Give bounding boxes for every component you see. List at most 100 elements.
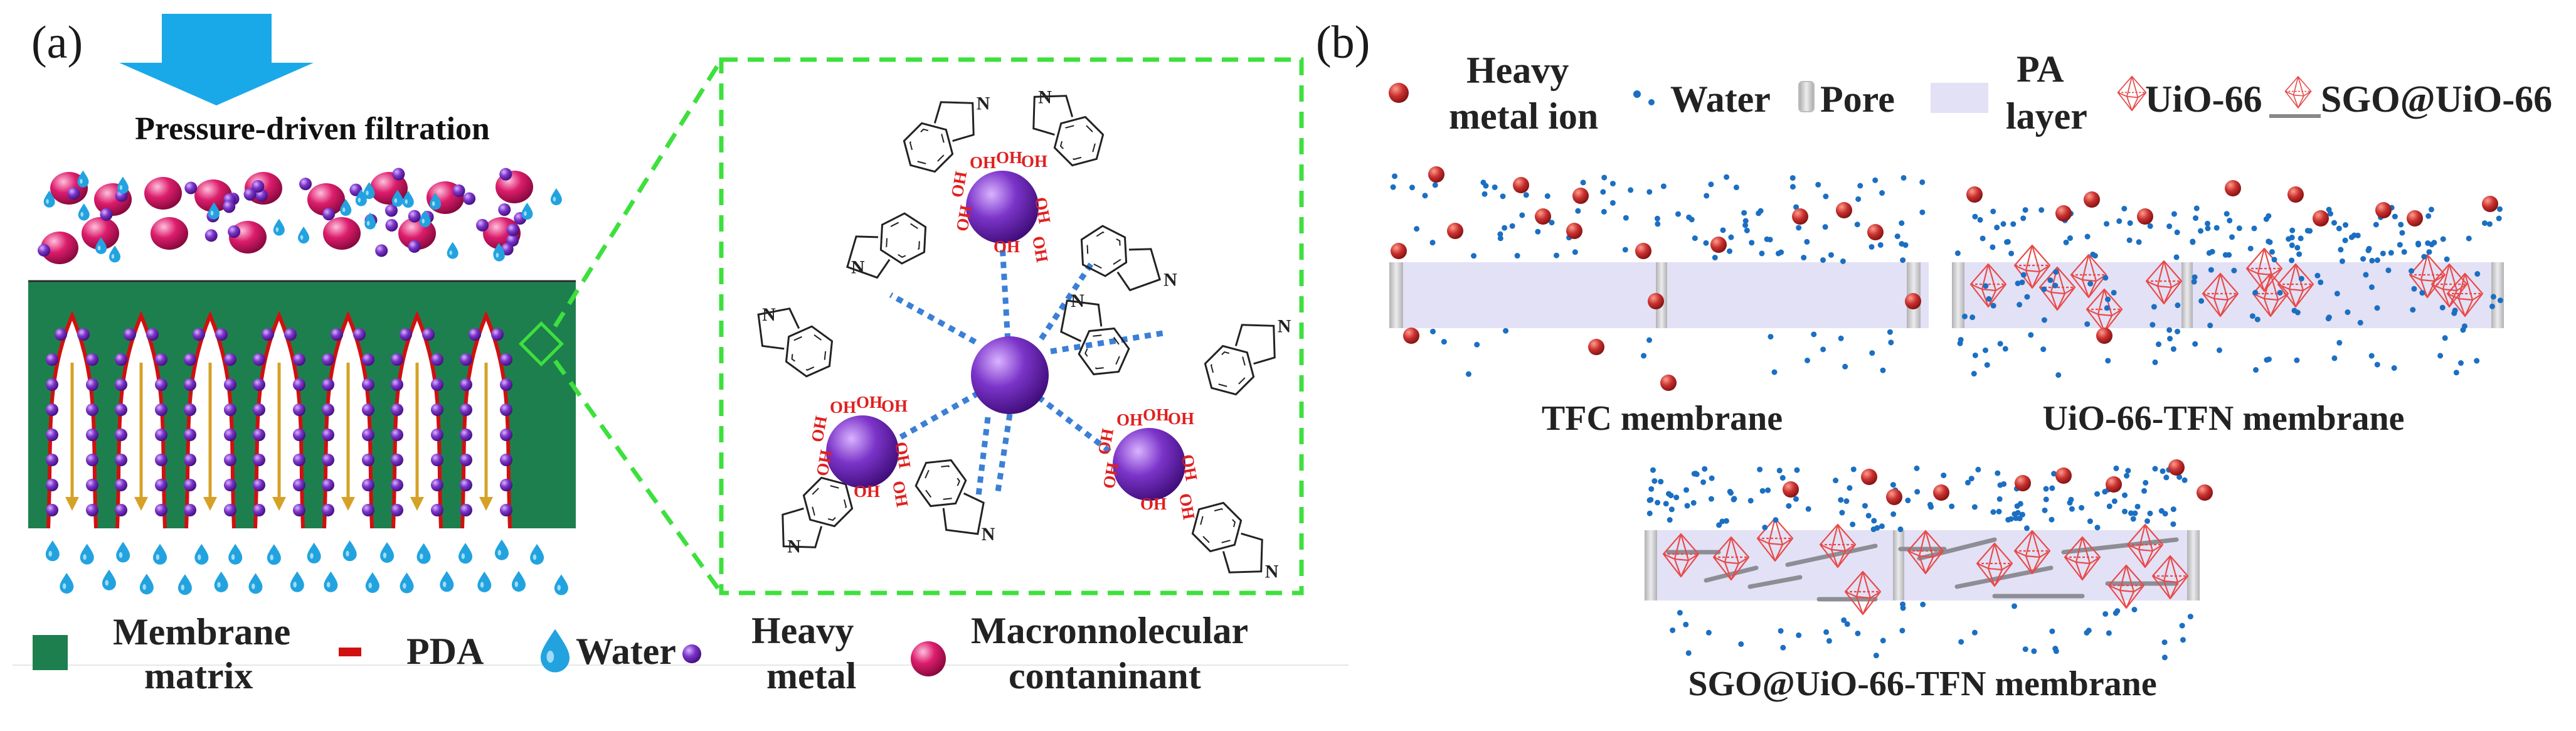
water-drop [109,245,120,263]
water-drop [447,242,458,259]
macromolecule [151,217,188,250]
heavy-metal-ion [2407,210,2423,227]
heavy-metal-ion [1447,223,1463,239]
water-dot-icon-2 [1648,99,1655,105]
legend-membrane-line1: Membrane [113,611,290,653]
heavy-metal-ion [1513,177,1529,193]
water-drop [117,176,129,194]
tfc-membrane [1389,166,1929,391]
heavy-metal [463,192,476,205]
panel-b-label: (b) [1316,17,1370,68]
heavy-metal [506,223,519,237]
hydroxyl-label: OH [1168,409,1194,428]
heavy-metal [499,168,512,181]
heavy-metal-ion [1535,208,1551,225]
hydroxyl-label: OH [854,482,880,501]
heavy-metal-icon [682,644,701,663]
hydroxyl-label: OH [1143,405,1169,424]
heavy-metal [452,184,465,197]
zoom-connector [553,57,1304,595]
hydroxyl-label: OH [881,397,908,415]
heavy-metal-ion [1660,375,1677,391]
uio66-tfn-caption: UiO-66-TFN membrane [2042,399,2404,438]
heavy-metal [476,218,489,232]
heavy-metal-ion [2055,467,2072,484]
arrow-label: Pressure-driven filtration [135,111,490,147]
heavy-metal-ion [2375,202,2392,218]
water-dot-icon [1633,90,1641,98]
pressure-arrow [119,14,314,105]
heavy-metal [322,208,336,221]
sgo-uio66-tfn-membrane [1645,459,2213,661]
hydroxyl-label: OH [947,169,970,199]
nitrogen-label: N [982,524,995,545]
heavy-metal-ion [1836,202,1852,218]
heavy-metal-ion [1933,484,1949,501]
macromolecule [144,177,182,210]
nitrogen-label: N [1038,87,1052,107]
heavy-metal-ion [1783,481,1799,498]
hydroxyl-label: OH [1029,235,1052,264]
permeate-water [45,539,568,595]
right-metal-ion [1113,428,1185,501]
legend-uio: UiO-66 [2145,78,2262,120]
legend-a: Membrane matrix PDA Water Heavy metal Ma… [13,610,1349,696]
water-drop [273,218,285,236]
heavy-metal [408,240,421,253]
hydroxyl-label: OH [952,203,975,233]
top-metal-ion [966,171,1039,243]
macromolecule [307,183,345,216]
heavy-metal-ion [2287,186,2304,203]
water-drop-icon [541,629,570,673]
heavy-metal-ion [2197,484,2213,501]
pore-icon [1798,81,1815,112]
heavy-metal [385,219,398,232]
heavy-metal [498,203,511,216]
heavy-metal-ion [1572,188,1589,204]
heavy-metal [243,188,257,201]
sgo-uio66-tfn-caption: SGO@UiO-66-TFN membrane [1688,664,2156,703]
heavy-metal [67,187,80,200]
nitrogen-label: N [787,536,801,557]
heavy-metal [408,210,421,223]
hydroxyl-label: OH [1021,152,1047,171]
heavy-metal-ion [2096,328,2112,344]
tfc-caption: TFC membrane [1542,399,1783,438]
macromolecule-icon [911,641,946,676]
heavy-metal-ion [2015,475,2031,491]
heavy-metal [299,178,312,191]
heavy-metal-ion [2055,205,2072,221]
legend-ion-line1: Heavy [1466,50,1569,91]
macromolecule [194,179,232,212]
nitrogen-label: N [977,93,990,114]
heavy-metal-ion [2106,476,2122,493]
heavy-metal [228,225,241,238]
heavy-metal-ion [1635,243,1651,259]
water-drop [298,227,310,244]
heavy-metal [223,200,236,213]
panel-a-label: (a) [31,17,83,68]
left-metal-ion [826,415,899,488]
heavy-metal [252,180,265,193]
legend-heavy-line2: metal [766,655,856,696]
nitrogen-label: N [1265,562,1279,582]
uio66-tfn-membrane [1952,180,2504,378]
uio66-icon [2117,75,2147,112]
nitrogen-label: N [1278,316,1291,336]
water-drop [77,170,89,188]
heavy-metal [184,181,198,195]
heavy-metal-ion [1566,223,1582,239]
heavy-metal-ion [2313,210,2329,227]
heavy-metal-ion [2225,180,2241,196]
legend-pore: Pore [1820,78,1895,120]
heavy-metal [375,244,388,257]
heavy-metal-ion [2084,191,2100,208]
pa-layer-icon [1931,83,1988,113]
heavy-metal-ion [1861,469,1877,485]
heavy-metal-ion [1710,237,1727,253]
legend-ion-line2: metal ion [1449,95,1598,137]
hydroxyl-label: OH [889,479,912,509]
membrane-swatch [33,635,68,670]
hydroxyl-label: OH [856,393,883,412]
